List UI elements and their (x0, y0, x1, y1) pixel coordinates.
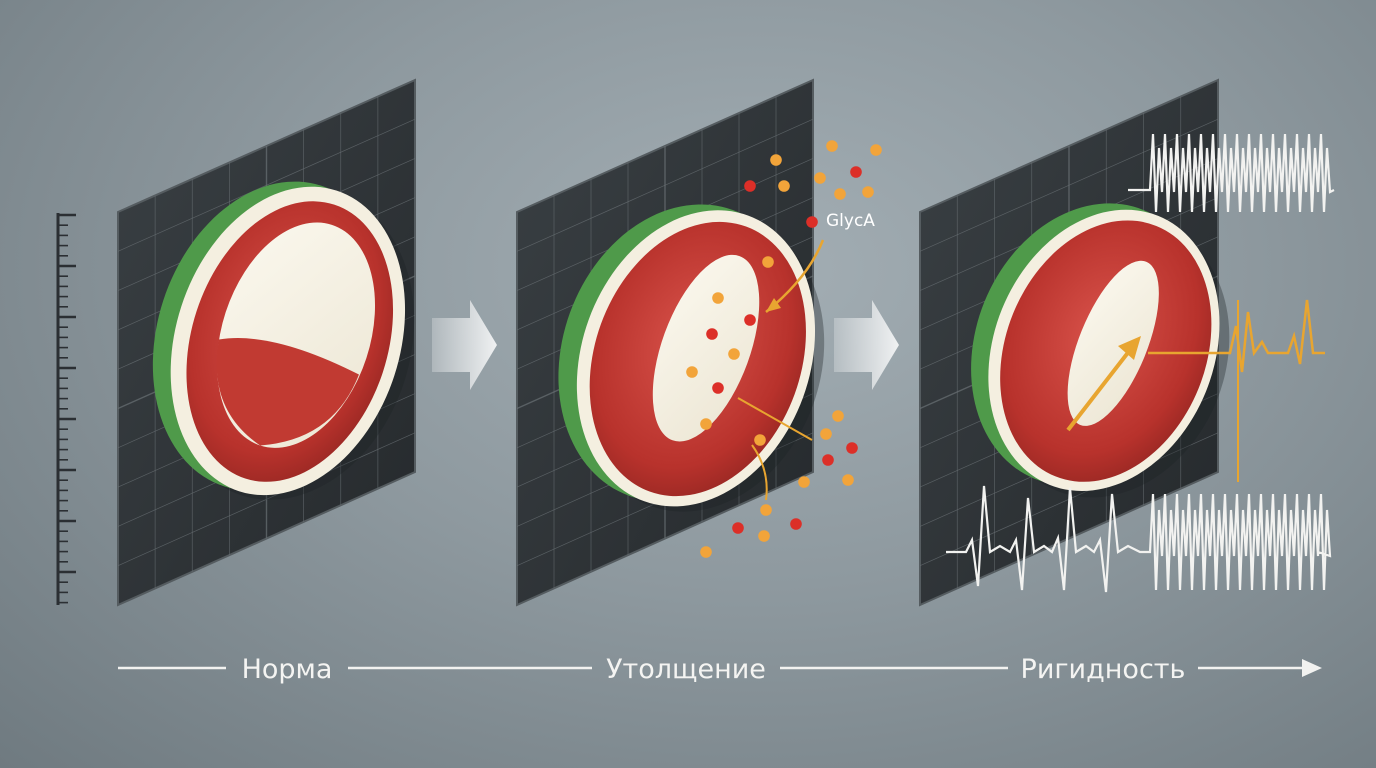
stage-rigid-group (919, 78, 1335, 607)
stage-norm-group (117, 78, 416, 607)
particle-dot (798, 476, 810, 488)
particle-dot (744, 180, 756, 192)
particle-dot (754, 434, 766, 446)
particle-dot (762, 256, 774, 268)
particle-dot (770, 154, 782, 166)
particle-dot (814, 172, 826, 184)
particle-dot (700, 418, 712, 430)
particle-dot (820, 428, 832, 440)
particle-dot (826, 140, 838, 152)
stage-label-norm: Норма (242, 654, 333, 685)
rigid-heart (971, 203, 1220, 491)
particle-dot (790, 518, 802, 530)
stage-label-thick: Утолщение (606, 654, 766, 685)
transition-arrow-2 (834, 300, 899, 390)
rigidity-arrow (1066, 336, 1141, 432)
particle-dot (758, 530, 770, 542)
particle-dot (712, 292, 724, 304)
grid-line (919, 118, 1219, 252)
thick-heart (558, 204, 816, 507)
particle-dot (744, 314, 756, 326)
grid-line (516, 118, 814, 252)
particle-dot (686, 366, 698, 378)
particle-dot (706, 328, 718, 340)
thick-cavity (652, 254, 760, 442)
particle-dot (760, 504, 772, 516)
particle-dot (778, 180, 790, 192)
particle-dot (732, 522, 744, 534)
norm-heart (152, 181, 406, 496)
particle-dot (822, 454, 834, 466)
grid-line (117, 432, 416, 567)
particle-dot (806, 216, 818, 228)
ruler-scale (56, 213, 76, 605)
particle-dot (850, 166, 862, 178)
ecg-trace-top (1128, 133, 1335, 213)
glyca-label: GlycA (826, 211, 875, 231)
ecg-trace-bottom (946, 485, 1332, 593)
ecg-trace-orange (1148, 299, 1325, 373)
particle-dot (700, 546, 712, 558)
ruler-ticks (58, 213, 76, 604)
timeline-axis: Норма Утолщение Ригидность (118, 654, 1322, 685)
particle-dot (834, 188, 846, 200)
stage-label-rigid: Ригидность (1021, 654, 1186, 685)
norm-blood-pool (216, 338, 359, 446)
particle-dot (842, 474, 854, 486)
particle-dot (862, 186, 874, 198)
transition-arrow-1 (432, 300, 497, 390)
grid-line (117, 118, 416, 252)
timeline-arrowhead (1302, 659, 1322, 677)
particle-dot (832, 410, 844, 422)
glyca-annotation: GlycA (737, 211, 875, 501)
rigid-cavity (1067, 260, 1159, 426)
inflammatory-particles (686, 140, 882, 558)
particle-dot (728, 348, 740, 360)
stage-thick-group: GlycA (516, 78, 882, 607)
particle-dot (870, 144, 882, 156)
particle-dot (712, 382, 724, 394)
particle-dot (846, 442, 858, 454)
